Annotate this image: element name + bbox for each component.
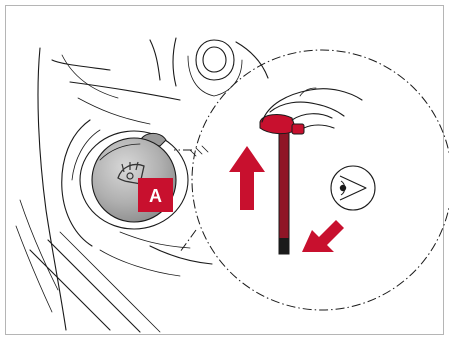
dipstick xyxy=(260,115,304,254)
arrow-down-left-icon xyxy=(302,220,344,252)
eye-icon xyxy=(331,166,375,210)
detail-magnifier xyxy=(174,50,449,310)
callout-a-label: A xyxy=(149,186,162,206)
arrow-up-icon xyxy=(229,146,265,210)
callout-a: A xyxy=(138,178,173,212)
